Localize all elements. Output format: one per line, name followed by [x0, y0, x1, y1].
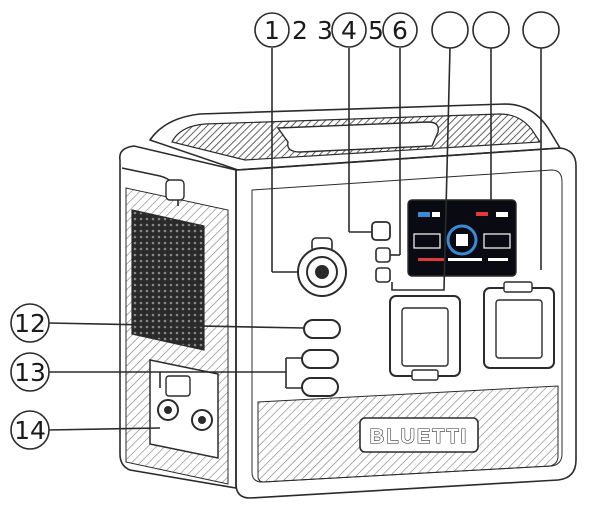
brand-logo: BLUETTI	[370, 426, 468, 448]
callout-5-label: 5	[368, 16, 384, 45]
dc-button[interactable]	[376, 248, 390, 262]
usb-ports	[302, 320, 340, 396]
lcd-screen	[408, 200, 516, 276]
callout-12-label: 12	[14, 309, 46, 338]
usb-c-port-1	[302, 350, 338, 368]
callout-3-label: 3	[317, 16, 333, 45]
front-controls	[298, 200, 554, 396]
callout-1-label: 1	[264, 16, 280, 45]
top-handle-recess	[278, 122, 438, 152]
callout-4-label: 4	[341, 16, 357, 45]
callout-7-circle	[432, 12, 468, 48]
left-side-panel	[120, 146, 236, 488]
input-switch	[166, 376, 190, 396]
ac-outlet-right	[484, 282, 554, 368]
callout-14-label: 14	[14, 416, 46, 445]
callout-13-label: 13	[14, 358, 46, 387]
ac-outlet-left	[390, 296, 460, 380]
callout-2-label: 2	[292, 16, 308, 45]
side-latch	[166, 180, 184, 200]
side-vent	[132, 210, 204, 350]
usb-a-port-1	[304, 320, 340, 338]
top-panel	[150, 104, 560, 170]
power-button[interactable]	[372, 222, 390, 240]
callout-8-circle	[473, 12, 509, 48]
usb-c-port-2	[302, 378, 338, 396]
car-outlet	[298, 238, 346, 296]
callout-9-circle	[523, 12, 559, 48]
callout-6-label: 6	[392, 16, 408, 45]
ac-button[interactable]	[376, 268, 390, 282]
